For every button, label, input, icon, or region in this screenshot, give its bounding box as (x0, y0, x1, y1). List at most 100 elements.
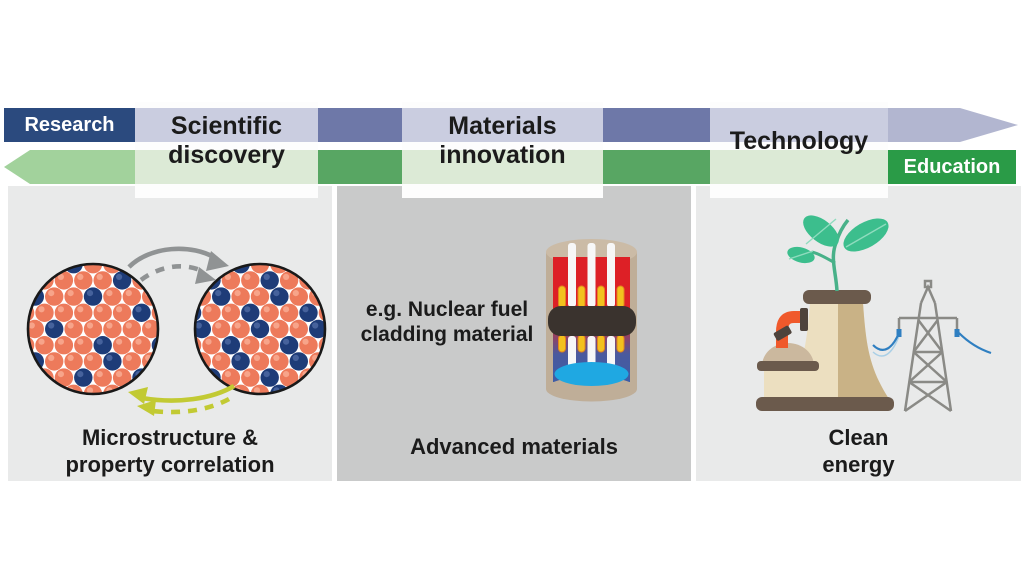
atom-highlight (283, 371, 290, 378)
flow-blue-segment (135, 108, 318, 142)
atom-highlight (86, 322, 94, 329)
education-arrowhead-icon (4, 150, 135, 184)
atom-orange (260, 336, 279, 355)
atom-orange (231, 319, 250, 339)
atom-orange (122, 352, 141, 371)
atom-orange (83, 264, 103, 274)
flow-green-segment (402, 150, 603, 184)
atom-highlight (224, 273, 231, 280)
atom-highlight (86, 290, 94, 297)
atom-highlight (186, 306, 192, 312)
flow-green-segment (135, 150, 318, 184)
atom-highlight (273, 290, 280, 297)
education-label: Education (903, 156, 1001, 178)
atom-orange (241, 368, 260, 387)
research-arrowhead-icon (888, 108, 1018, 142)
column-title-scientific-discovery: Scientific discovery (135, 112, 318, 170)
atom-orange (221, 303, 241, 322)
control-band (548, 306, 636, 336)
atom-highlight (312, 322, 319, 329)
atom-orange (202, 303, 221, 322)
plant-sprout-icon (787, 215, 889, 292)
atom-highlight (302, 306, 309, 313)
atom-highlight (235, 258, 241, 264)
atom-orange (54, 336, 74, 355)
atom-highlight (234, 354, 241, 361)
atom-highlight (215, 290, 222, 297)
atom-orange (250, 264, 270, 274)
note-nuclear-fuel: e.g. Nuclear fuel cladding material (340, 297, 554, 347)
atom-lattice-disordered (19, 258, 158, 394)
atom-highlight (106, 290, 113, 297)
atom-orange (231, 287, 250, 306)
atom-highlight (292, 354, 299, 361)
atom-orange (250, 287, 270, 306)
atom-highlight (125, 354, 132, 361)
atom-orange (289, 319, 308, 339)
column-title-line2: discovery (168, 141, 285, 169)
caption-line1: Microstructure & (81, 425, 259, 450)
atom-orange (103, 287, 122, 306)
atom-blue (299, 303, 318, 322)
atom-highlight (215, 354, 222, 361)
atom-highlight (253, 290, 261, 297)
atom-highlight (273, 258, 279, 264)
atom-highlight (135, 338, 142, 345)
circle-left-border (26, 262, 160, 396)
atom-highlight (38, 338, 45, 345)
atom-orange (74, 271, 93, 290)
atom-highlight (38, 273, 45, 280)
atom-highlight (77, 306, 84, 313)
atom-highlight (96, 371, 103, 378)
power-lines-icon (872, 329, 992, 357)
atom-highlight (19, 306, 25, 312)
atom-orange (270, 319, 289, 339)
atom-highlight (263, 371, 270, 378)
atom-orange (64, 352, 83, 371)
forward-arrows-icon (127, 246, 229, 284)
atom-orange (54, 303, 74, 322)
atom-highlight (68, 258, 74, 264)
atom-blue (270, 287, 289, 306)
nuclear-reactor-icon (546, 239, 637, 402)
atom-orange (299, 336, 318, 355)
atom-blue (250, 319, 270, 339)
atom-blue (132, 303, 151, 322)
atom-orange (83, 319, 103, 339)
atom-blue (93, 336, 112, 355)
atom-highlight (283, 338, 290, 345)
atom-blue (212, 287, 231, 306)
atom-orange (132, 336, 151, 355)
atom-highlight (292, 322, 299, 329)
column-title-line1: Scientific (170, 112, 283, 140)
atom-highlight (273, 354, 280, 361)
atom-highlight (67, 322, 74, 329)
atom-orange (250, 352, 270, 371)
atom-highlight (48, 290, 55, 297)
atom-orange (270, 352, 289, 371)
atom-orange (64, 319, 83, 339)
atom-orange (93, 368, 112, 387)
column-title-technology: Technology (729, 127, 869, 155)
atom-highlight (244, 338, 251, 345)
atom-highlight (116, 338, 123, 345)
atom-highlight (77, 371, 84, 378)
atom-highlight (224, 306, 231, 313)
atom-orange (103, 319, 122, 339)
atom-orange (83, 352, 103, 371)
column-title-line1: Materials (448, 112, 557, 140)
atom-highlight (234, 290, 241, 297)
atom-blue (241, 303, 260, 322)
atom-highlight (19, 339, 25, 345)
flow-blue-segment (318, 108, 402, 142)
atom-orange (241, 271, 260, 290)
caption-line1: Clean (828, 425, 889, 450)
atom-highlight (86, 387, 94, 394)
atom-highlight (67, 354, 74, 361)
microstructure-illustration (19, 246, 327, 416)
pipe-icon (773, 308, 808, 348)
atom-highlight (283, 273, 290, 280)
atom-highlight (195, 322, 202, 329)
flow-green-segment (318, 150, 402, 184)
